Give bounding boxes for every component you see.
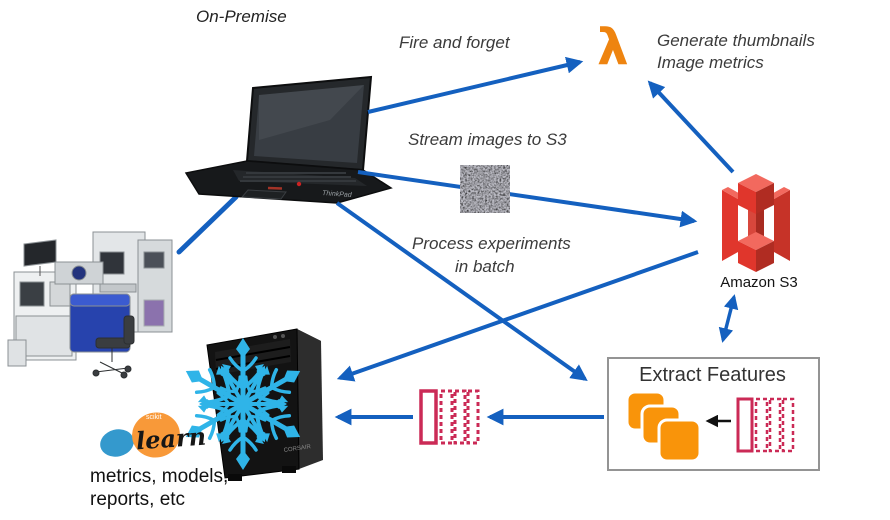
outputs-label-1: metrics, models, (90, 466, 229, 487)
arrow-process-batch (335, 201, 588, 381)
arrow-stream-to-s3 (357, 170, 698, 228)
arrow-fire-and-forget (367, 56, 584, 114)
nn-layers-icon-model (419, 389, 480, 445)
stream-images-label: Stream images to S3 (408, 130, 567, 149)
arrow-s3-extract-bidirectional (718, 294, 739, 343)
lambda-caption-line1: Generate thumbnails (657, 31, 815, 50)
sklearn-scikit-text: scikit (146, 414, 162, 421)
extract-features-title: Extract Features (639, 364, 786, 386)
amazon-s3-label: Amazon S3 (720, 274, 798, 291)
svg-text:ThinkPad: ThinkPad (322, 190, 353, 199)
laptop-illustration: ThinkPad (184, 75, 393, 204)
svg-text:CORSAIR: CORSAIR (283, 444, 312, 454)
aws-lambda-icon: λ (597, 18, 629, 76)
machines-laptop-connector (176, 194, 239, 255)
microscopy-image-thumbnail (460, 165, 510, 213)
arrow-s3-to-lambda (647, 80, 735, 174)
sklearn-learn-text: learn (135, 421, 207, 456)
amazon-s3-icon (722, 174, 790, 272)
on-premise-label: On-Premise (196, 7, 287, 26)
process-batch-label-1: Process experiments (412, 234, 571, 253)
lambda-caption-line2: Image metrics (657, 53, 764, 72)
lab-equipment-illustration (7, 231, 173, 379)
pc-tower-illustration: CORSAIR (206, 328, 323, 481)
fire-and-forget-label: Fire and forget (399, 33, 510, 52)
process-batch-label-2: in batch (455, 257, 515, 276)
outputs-label-2: reports, etc (90, 489, 186, 510)
